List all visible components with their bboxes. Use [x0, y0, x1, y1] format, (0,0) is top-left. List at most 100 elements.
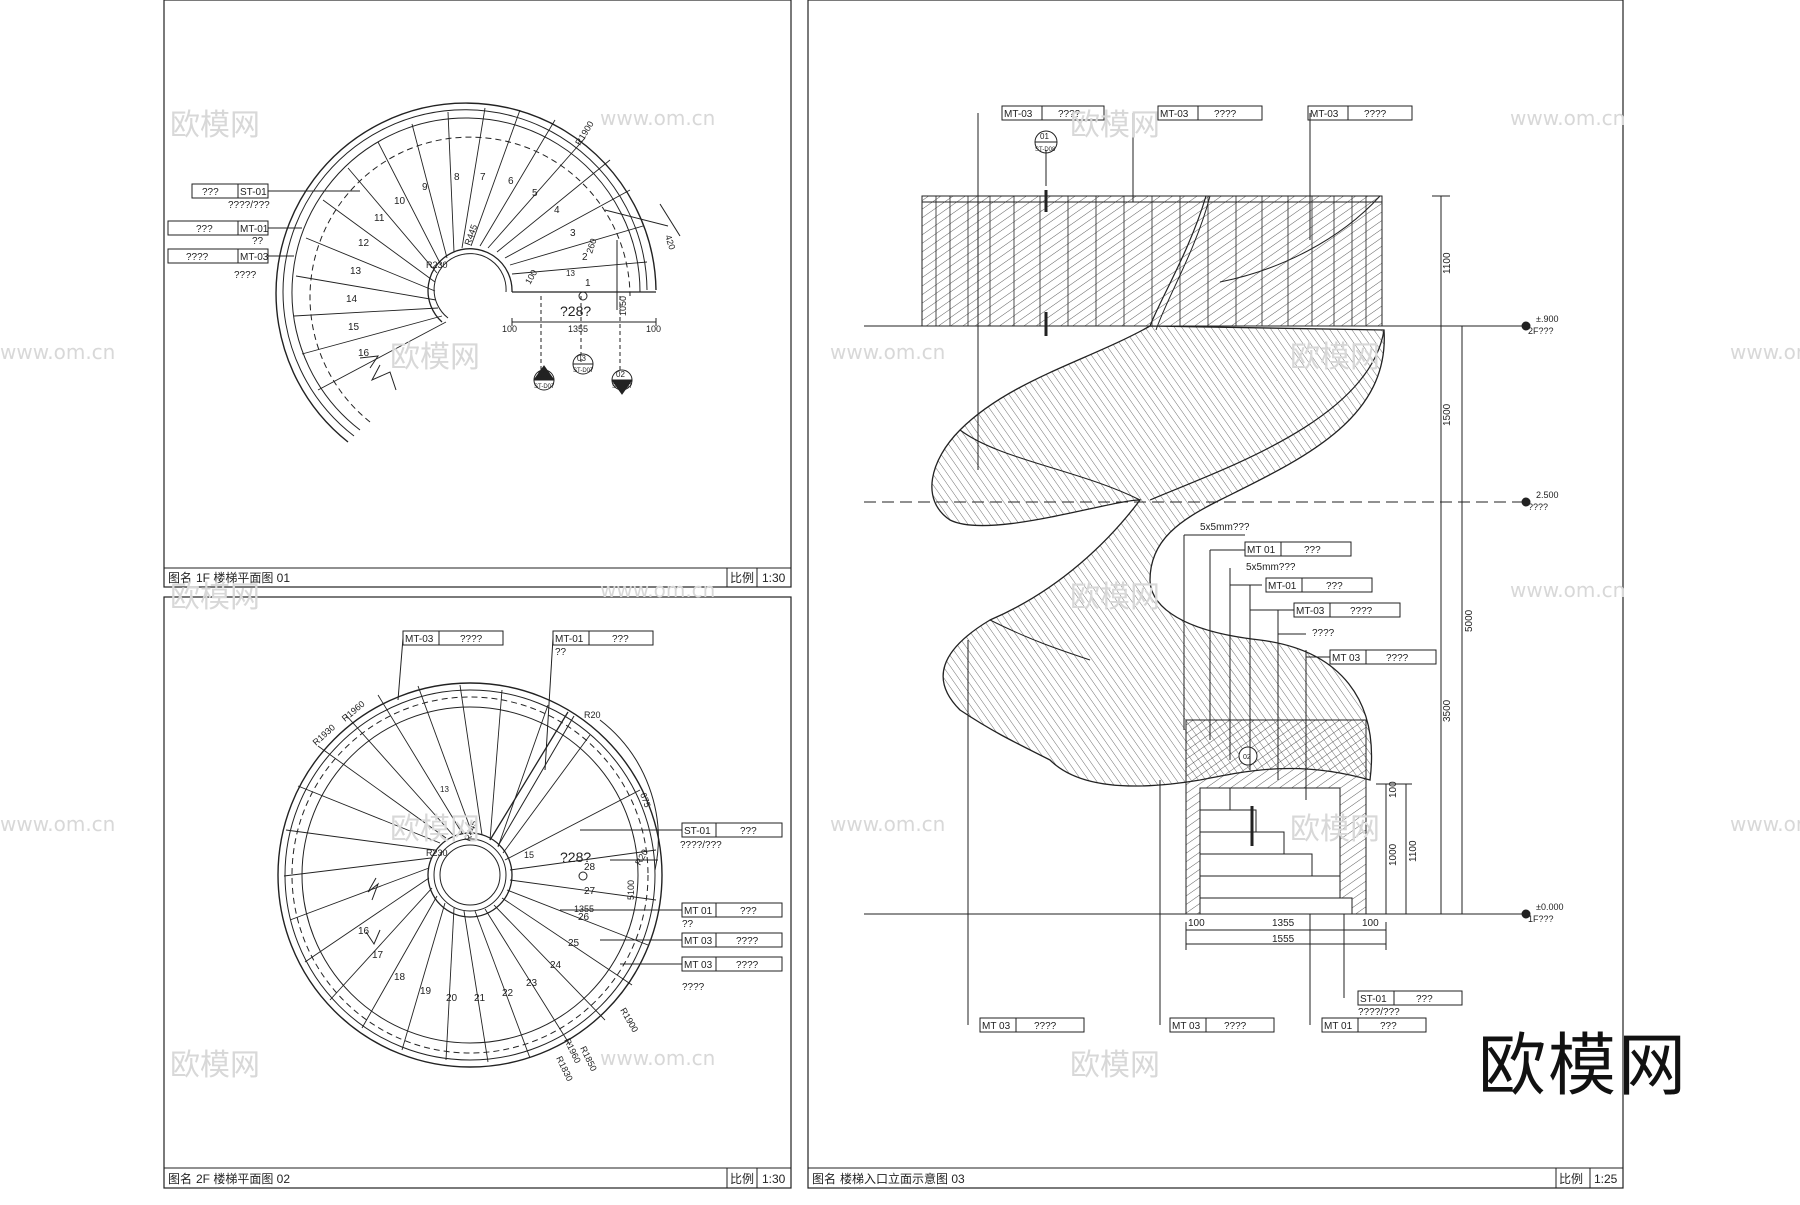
p2-step: 24	[550, 960, 562, 971]
p2-tag6-text: ????	[736, 960, 759, 971]
p1-dim-r1900: R1900	[573, 119, 596, 147]
p2-scale: 1:30	[762, 1172, 786, 1186]
p3-scale-label: 比例	[1559, 1172, 1583, 1186]
p3-dim-h-b: 1355	[1272, 918, 1295, 929]
panel1-plan	[268, 102, 681, 443]
watermark-url: www.om.cn	[1510, 106, 1626, 130]
p2-step: 20	[446, 993, 458, 1004]
p2-tag5-code: MT 03	[684, 936, 713, 947]
p1-step: 2	[582, 252, 588, 263]
p3-level3-label: 1F???	[1528, 914, 1554, 924]
p3-dim-h-total: 1555	[1272, 934, 1295, 945]
watermark-url: www.om.cn	[600, 1046, 716, 1070]
p3-dim-1100b: 1100	[1408, 840, 1419, 862]
p3-scale: 1:25	[1594, 1172, 1618, 1186]
p3-dim-h-a: 100	[1188, 918, 1205, 929]
p3-note3: ????	[1312, 628, 1335, 639]
p1-step: 10	[394, 196, 406, 207]
p2-tag2-sub: ??	[555, 647, 567, 658]
panel-frames	[163, 0, 1624, 1189]
panel1-tags	[167, 183, 269, 264]
p2-dim-r1900: R1900	[618, 1006, 640, 1034]
p1-dim-420: 420	[663, 234, 677, 251]
p2-step: 26	[578, 912, 590, 923]
p2-dim-r1930: R1930	[311, 722, 337, 747]
p2-step: 21	[474, 993, 486, 1004]
p1-dim-100a: 100	[502, 324, 517, 334]
p2-dim-r1960: R1960	[340, 699, 367, 724]
p3-right-tag3-code: MT-03	[1296, 606, 1325, 617]
p1-scale: 1:30	[762, 571, 786, 585]
p3-mid-marker: 02	[1243, 754, 1251, 761]
p1-dim-100c: 100	[523, 268, 539, 286]
p3-bottom-tag4-code: ST-01	[1360, 994, 1387, 1005]
p2-tag2-code: MT-01	[555, 634, 584, 645]
watermark-url: www.om.cn	[1730, 812, 1800, 836]
p2-name-label: 图名	[168, 1171, 192, 1186]
panel2-plan	[277, 637, 682, 1068]
p3-bottom-tag2-text: ????	[1224, 1021, 1247, 1032]
p2-step: 22	[502, 988, 514, 999]
panel2-tags	[402, 630, 783, 972]
watermark-cn: 欧模网	[1290, 812, 1380, 847]
p2-tag1-code: MT-03	[405, 634, 434, 645]
p3-dim-1000: 1000	[1388, 843, 1399, 866]
p3-level3-value: ±0.000	[1536, 902, 1563, 912]
p2-tag3-code: ST-01	[684, 826, 711, 837]
watermark-url: www.om.cn	[1730, 340, 1800, 364]
p3-name-label: 图名	[812, 1171, 836, 1186]
watermark-cn: 欧模网	[1070, 108, 1160, 143]
p3-level2-value: 2.500	[1536, 490, 1559, 500]
p1-step: 15	[348, 322, 360, 333]
p1-step: 16	[358, 348, 370, 359]
watermark-cn: 欧模网	[390, 340, 480, 375]
p3-dim-1500: 1500	[1442, 403, 1453, 426]
p3-bottom-tag4-text: ???	[1416, 994, 1433, 1005]
p3-bottom-tag4-sub: ????/???	[1358, 1007, 1400, 1018]
p1-tag2-sub: ??	[252, 236, 264, 247]
panel3-title-bar: 图名 楼梯入口立面示意图 03 比例 1:25	[808, 1167, 1623, 1188]
p3-bottom-tag1-code: MT 03	[982, 1021, 1011, 1032]
p2-tag3-sub: ????/???	[680, 840, 722, 851]
p1-tag1-sub: ????/???	[228, 200, 270, 211]
p1-tag3-sub: ????	[234, 270, 257, 281]
p3-note1: 5x5mm???	[1200, 522, 1250, 533]
p2-step: 23	[526, 978, 538, 989]
p2-dim-r230: R230	[426, 848, 448, 858]
p1-step: 9	[422, 182, 428, 193]
p3-dim-3500: 3500	[1442, 699, 1453, 722]
panel2-step-lines	[283, 684, 657, 1063]
p3-right-tag1-text: ???	[1304, 545, 1321, 556]
p1-step: 13	[350, 266, 362, 277]
p3-dim-1100: 1100	[1442, 252, 1453, 274]
p1-step: 5	[532, 188, 538, 199]
p2-tag4-sub: ??	[682, 919, 694, 930]
watermark-url: www.om.cn	[830, 340, 946, 364]
p3-top-tag1-text: ????	[1058, 109, 1081, 120]
p3-title: 楼梯入口立面示意图 03	[840, 1171, 965, 1186]
panel3-tags	[979, 105, 1463, 1033]
watermark-url: www.om.cn	[600, 106, 716, 130]
p3-right-tag3-text: ????	[1350, 606, 1373, 617]
p3-marker-num: 01	[1040, 132, 1049, 141]
p3-level2-label: ????	[1528, 502, 1548, 512]
p1-tag1-text: ???	[202, 187, 219, 198]
p1-step: 11	[374, 213, 385, 224]
p3-dim-h-c: 100	[1362, 918, 1379, 929]
p2-step: 17	[372, 950, 384, 961]
p1-step: 14	[346, 294, 358, 305]
p3-level1-label: 2F???	[1528, 326, 1554, 336]
p1-dim-r445: R445	[462, 223, 479, 247]
p1-dim-100b: 100	[646, 324, 661, 334]
panel2-step-numbers: 16 17 18 19 20 21 22 23 24 25 26 27 28	[358, 862, 596, 1004]
p1-tag3-code: MT-03	[240, 252, 269, 263]
p1-dim-r230: R230	[426, 260, 448, 270]
stair-steps	[1199, 787, 1353, 915]
p3-right-tag2-text: ???	[1326, 581, 1343, 592]
p3-top-tag2-code: MT-03	[1160, 109, 1189, 120]
p2-title: 2F 楼梯平面图 02	[196, 1171, 290, 1186]
p1-tag2-text: ???	[196, 224, 213, 235]
p2-tag6-sub: ????	[682, 982, 705, 993]
p2-tag4-text: ???	[740, 906, 757, 917]
